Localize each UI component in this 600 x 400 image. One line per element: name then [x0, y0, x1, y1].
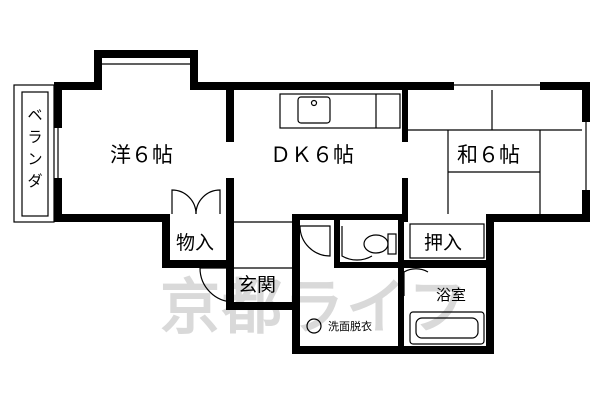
western-room-label: 洋６帖 — [110, 143, 173, 167]
washbasin-icon — [306, 318, 322, 334]
dk-label: ＤＫ６帖 — [270, 143, 354, 167]
veranda-char-1: ベ — [27, 106, 42, 124]
veranda-char-2: ラ — [27, 128, 42, 146]
storage-label: 物入 — [176, 232, 214, 254]
veranda-vertical-label: ベ ラ ン ダ — [27, 106, 42, 190]
veranda — [13, 84, 55, 223]
bathroom-label: 浴室 — [436, 286, 466, 304]
bay-window — [94, 50, 198, 86]
washroom-label: 洗面脱衣 — [328, 319, 372, 333]
entrance-area — [199, 221, 298, 310]
bathtub-icon — [409, 311, 485, 345]
western-room-door — [171, 189, 221, 215]
japanese-room-label: 和６帖 — [457, 143, 520, 167]
toilet-icon — [363, 233, 397, 255]
center-walls — [292, 214, 494, 354]
closet-label: 押入 — [424, 232, 462, 254]
storage-box — [162, 214, 234, 268]
veranda-char-3: ン — [27, 150, 42, 168]
kitchen-counter — [279, 93, 401, 129]
watermark-text: 京都ライフ — [160, 273, 470, 343]
entrance-label: 玄関 — [238, 274, 276, 296]
veranda-char-4: ダ — [27, 172, 42, 190]
tatami-lines — [408, 90, 582, 214]
outer-walls — [54, 82, 590, 222]
closet-box — [409, 223, 485, 259]
